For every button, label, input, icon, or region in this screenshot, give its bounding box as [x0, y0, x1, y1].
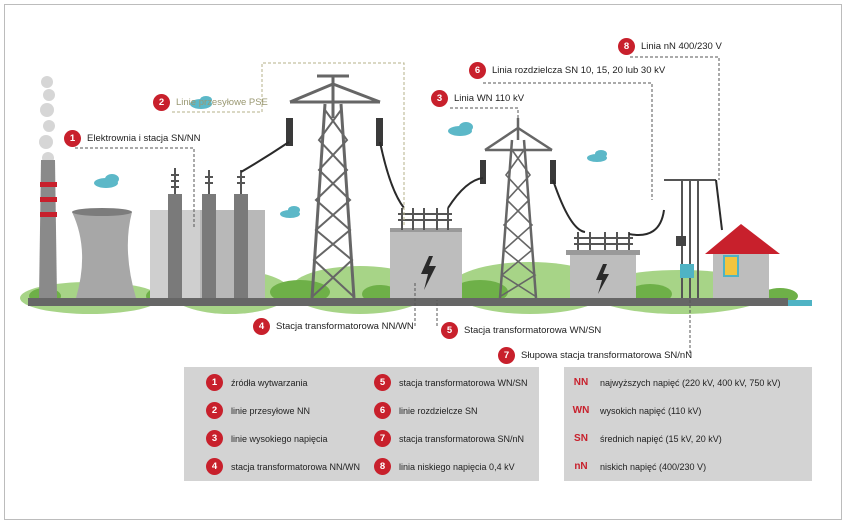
callout-wn-line: 3 Linia WN 110 kV [431, 90, 524, 107]
legend-voltage-item: NN najwyższych napięć (220 kV, 400 kV, 7… [570, 377, 781, 388]
legend-item: 3 linie wysokiego napięcia [206, 430, 328, 447]
ground-line [28, 298, 788, 306]
legend-badge: 6 [374, 402, 391, 419]
legend-label: stacja transformatorowa WN/SN [399, 377, 528, 388]
legend-item: 5 stacja transformatorowa WN/SN [374, 374, 528, 391]
legend-label: linie wysokiego napięcia [231, 433, 328, 444]
callout-label: Linia nN 400/230 V [641, 41, 722, 52]
callout-badge: 7 [498, 347, 515, 364]
pole-transformer-box [680, 264, 694, 278]
legend-numbers-box: 1 źródła wytwarzania 2 linie przesyłowe … [184, 367, 539, 481]
cooling-tower [72, 208, 136, 298]
callout-label: Słupowa stacja transformatorowa SN/nN [521, 350, 693, 361]
legend-label: linia niskiego napięcia 0,4 kV [399, 461, 515, 472]
figure-frame [4, 4, 842, 520]
legend-item: 8 linia niskiego napięcia 0,4 kV [374, 458, 515, 475]
legend-label: źródła wytwarzania [231, 377, 308, 388]
voltage-abbr: nN [574, 461, 588, 472]
nn-pylon-insulators [286, 118, 383, 146]
callout-leaders [75, 56, 720, 353]
wn-transmission-pylon [484, 118, 553, 299]
voltage-label: średnich napięć (15 kV, 20 kV) [600, 433, 722, 444]
callout-label: Elektrownia i stacja SN/NN [87, 133, 201, 144]
legend-voltage-item: WN wysokich napięć (110 kV) [570, 405, 702, 416]
legend-label: linie przesyłowe NN [231, 405, 311, 416]
callout-badge: 5 [441, 322, 458, 339]
substation-1-insulators [398, 208, 452, 230]
power-lines [240, 141, 723, 236]
legend-voltage-item: nN niskich napięć (400/230 V) [570, 461, 706, 472]
callout-substation-nn-wn: 4 Stacja transformatorowa NN/WN [253, 318, 414, 335]
voltage-label: wysokich napięć (110 kV) [600, 405, 702, 416]
voltage-label: najwyższych napięć (220 kV, 400 kV, 750 … [600, 377, 781, 388]
voltage-label: niskich napięć (400/230 V) [600, 461, 707, 472]
legend-item: 6 linie rozdzielcze SN [374, 402, 478, 419]
callout-badge: 4 [253, 318, 270, 335]
callout-label: Stacja transformatorowa NN/WN [276, 321, 414, 332]
callout-label: Linie przesyłowe PSE [176, 97, 268, 108]
pole-transformer-station [664, 179, 716, 298]
legend-item: 4 stacja transformatorowa NN/WN [206, 458, 360, 475]
callout-nn-line: 8 Linia nN 400/230 V [618, 38, 722, 55]
plant-insulators [171, 168, 245, 194]
nn-transmission-pylon [289, 74, 381, 299]
callout-badge: 6 [469, 62, 486, 79]
callout-pole-station: 7 Słupowa stacja transformatorowa SN/nN [498, 347, 692, 364]
legend-item: 1 źródła wytwarzania [206, 374, 308, 391]
callout-badge: 2 [153, 94, 170, 111]
legend-label: linie rozdzielcze SN [399, 405, 478, 416]
substation-wn-sn [566, 250, 640, 298]
voltage-abbr: NN [573, 377, 589, 388]
power-plant-chimney [39, 160, 57, 298]
callout-label: Linia rozdzielcza SN 10, 15, 20 lub 30 k… [492, 65, 666, 76]
callout-label: Stacja transformatorowa WN/SN [464, 325, 602, 336]
callout-badge: 3 [431, 90, 448, 107]
callout-sn-line: 6 Linia rozdzielcza SN 10, 15, 20 lub 30… [469, 62, 665, 79]
callout-pse-lines: 2 Linie przesyłowe PSE [153, 94, 268, 111]
voltage-abbr: WN [572, 405, 590, 416]
legend-badge: 1 [206, 374, 223, 391]
legend-badge: 7 [374, 430, 391, 447]
substation-nn-wn [390, 228, 462, 298]
pole-fuse-box [676, 236, 686, 246]
legend-item: 2 linie przesyłowe NN [206, 402, 310, 419]
legend-label: stacja transformatorowa SN/nN [399, 433, 525, 444]
legend-item: 7 stacja transformatorowa SN/nN [374, 430, 524, 447]
callout-badge: 1 [64, 130, 81, 147]
callout-badge: 8 [618, 38, 635, 55]
legend-badge: 8 [374, 458, 391, 475]
callout-substation-wn-sn: 5 Stacja transformatorowa WN/SN [441, 322, 601, 339]
chimney-smoke [39, 76, 55, 164]
wn-pylon-insulators [480, 160, 556, 184]
callout-power-plant: 1 Elektrownia i stacja SN/NN [64, 130, 201, 147]
substation-2-insulators [574, 232, 633, 250]
legend-voltage-box: NN najwyższych napięć (220 kV, 400 kV, 7… [564, 367, 812, 481]
legend-badge: 5 [374, 374, 391, 391]
legend-voltage-item: SN średnich napięć (15 kV, 20 kV) [570, 433, 722, 444]
legend-label: stacja transformatorowa NN/WN [231, 461, 361, 472]
legend-badge: 3 [206, 430, 223, 447]
house [705, 224, 780, 298]
callout-label: Linia WN 110 kV [454, 93, 525, 104]
legend-badge: 2 [206, 402, 223, 419]
legend-badge: 4 [206, 458, 223, 475]
voltage-abbr: SN [574, 433, 588, 444]
water [788, 300, 812, 306]
power-plant-buildings [150, 194, 265, 298]
clouds [94, 96, 607, 218]
